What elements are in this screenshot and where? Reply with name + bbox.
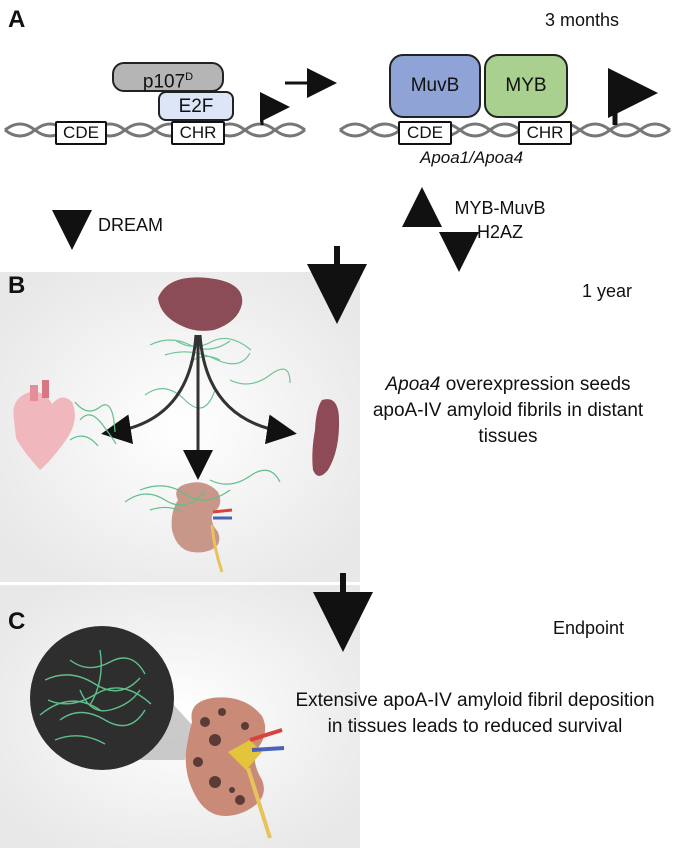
panel-b-letter: B: [8, 272, 26, 299]
time-label-3-months: 3 months: [545, 10, 620, 30]
e2f-label: E2F: [178, 96, 214, 117]
gene-label: Apoa1/Apoa4: [420, 148, 524, 167]
dream-label: DREAM: [98, 215, 164, 235]
panel-a-letter: A: [8, 6, 26, 33]
myb-protein: MYB: [484, 54, 568, 118]
panel-b-text: overexpression seeds apoA-IV amyloid fib…: [372, 374, 644, 447]
chr-element-right: CHR: [518, 121, 572, 145]
panel-c-letter: C: [8, 608, 26, 635]
h2az-label: H2AZ: [476, 222, 523, 242]
p107-protein: p107D: [112, 62, 224, 92]
myb-label: MYB: [505, 75, 547, 96]
chr-element-left: CHR: [171, 121, 225, 145]
time-label-1-year: 1 year: [582, 281, 633, 301]
p107-superscript: D: [185, 71, 194, 83]
diseased-kidney: [185, 697, 285, 839]
muvb-protein: MuvB: [389, 54, 481, 118]
cde-element-right: CDE: [398, 121, 452, 145]
time-label-endpoint: Endpoint: [553, 618, 625, 638]
cde-element-left: CDE: [55, 121, 107, 145]
fibrils-zoom: [39, 649, 152, 745]
panel-b-gene: Apoa4: [385, 374, 441, 395]
liver-shape: [158, 277, 243, 331]
p107-label: p107: [142, 71, 186, 93]
spleen-shape: [312, 399, 340, 476]
muvb-label: MuvB: [410, 75, 460, 96]
zoom-circle: [30, 626, 174, 770]
dna-left: [4, 122, 306, 138]
arrow-to-heart: [101, 334, 198, 445]
fibrils-heart: [69, 401, 117, 447]
fibrils-kidney: [124, 469, 281, 513]
dna-right: [339, 122, 671, 138]
panel-b-description: Apoa4 overexpression seeds apoA-IV amylo…: [358, 372, 658, 450]
panel-c-description: Extensive apoA-IV amyloid fibril deposit…: [295, 690, 655, 737]
tss-arrow-left: [260, 92, 290, 125]
e2f-protein: E2F: [158, 91, 234, 121]
change-labels: MYB-MuvB H2AZ: [440, 196, 560, 244]
tss-arrow-right: [608, 68, 658, 125]
mybmuvb-label: MYB-MuvB: [454, 198, 546, 218]
heart-shape: [13, 380, 75, 470]
arrow-to-spleen: [198, 334, 297, 445]
